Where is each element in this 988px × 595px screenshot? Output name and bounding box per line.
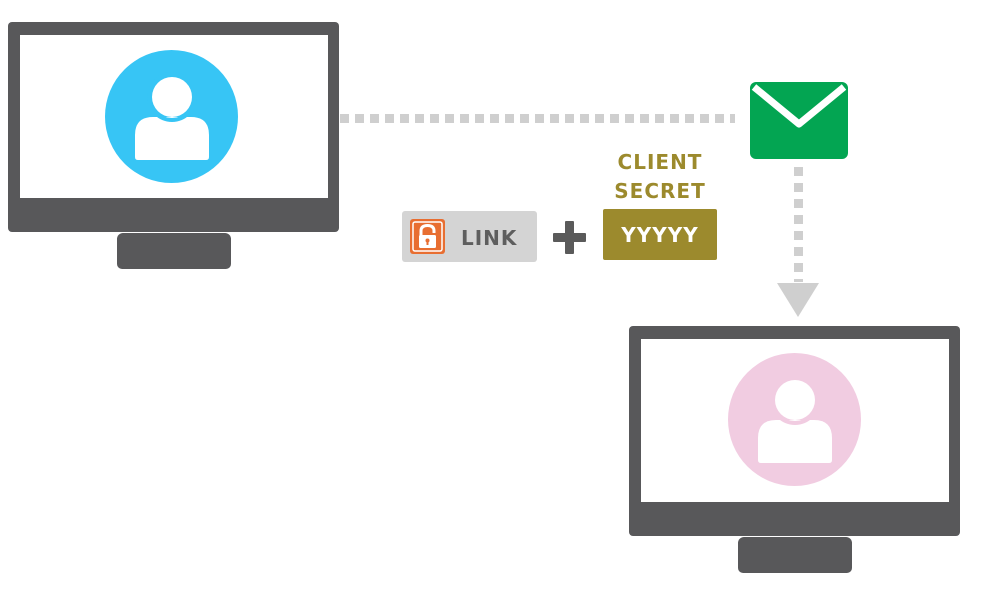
client-secret-caption: CLIENT SECRET [598,148,722,206]
client-secret-value: YYYYY [603,209,717,260]
recipient-monitor-stand [738,537,852,573]
sender-avatar [105,50,238,183]
link-label: LINK [461,226,518,250]
padlock-icon [410,219,445,254]
client-secret-caption-line2: SECRET [614,179,706,203]
user-icon [135,72,209,160]
arrow-down-icon [777,283,819,317]
link-badge: LINK [402,211,537,262]
user-icon [758,375,832,463]
sender-monitor-stand [117,233,231,269]
envelope-icon [750,82,848,159]
client-secret-caption-line1: CLIENT [617,150,703,174]
connector-horizontal [340,114,735,123]
recipient-avatar [728,353,861,486]
connector-vertical [794,167,803,282]
plus-icon-vertical [565,221,574,254]
